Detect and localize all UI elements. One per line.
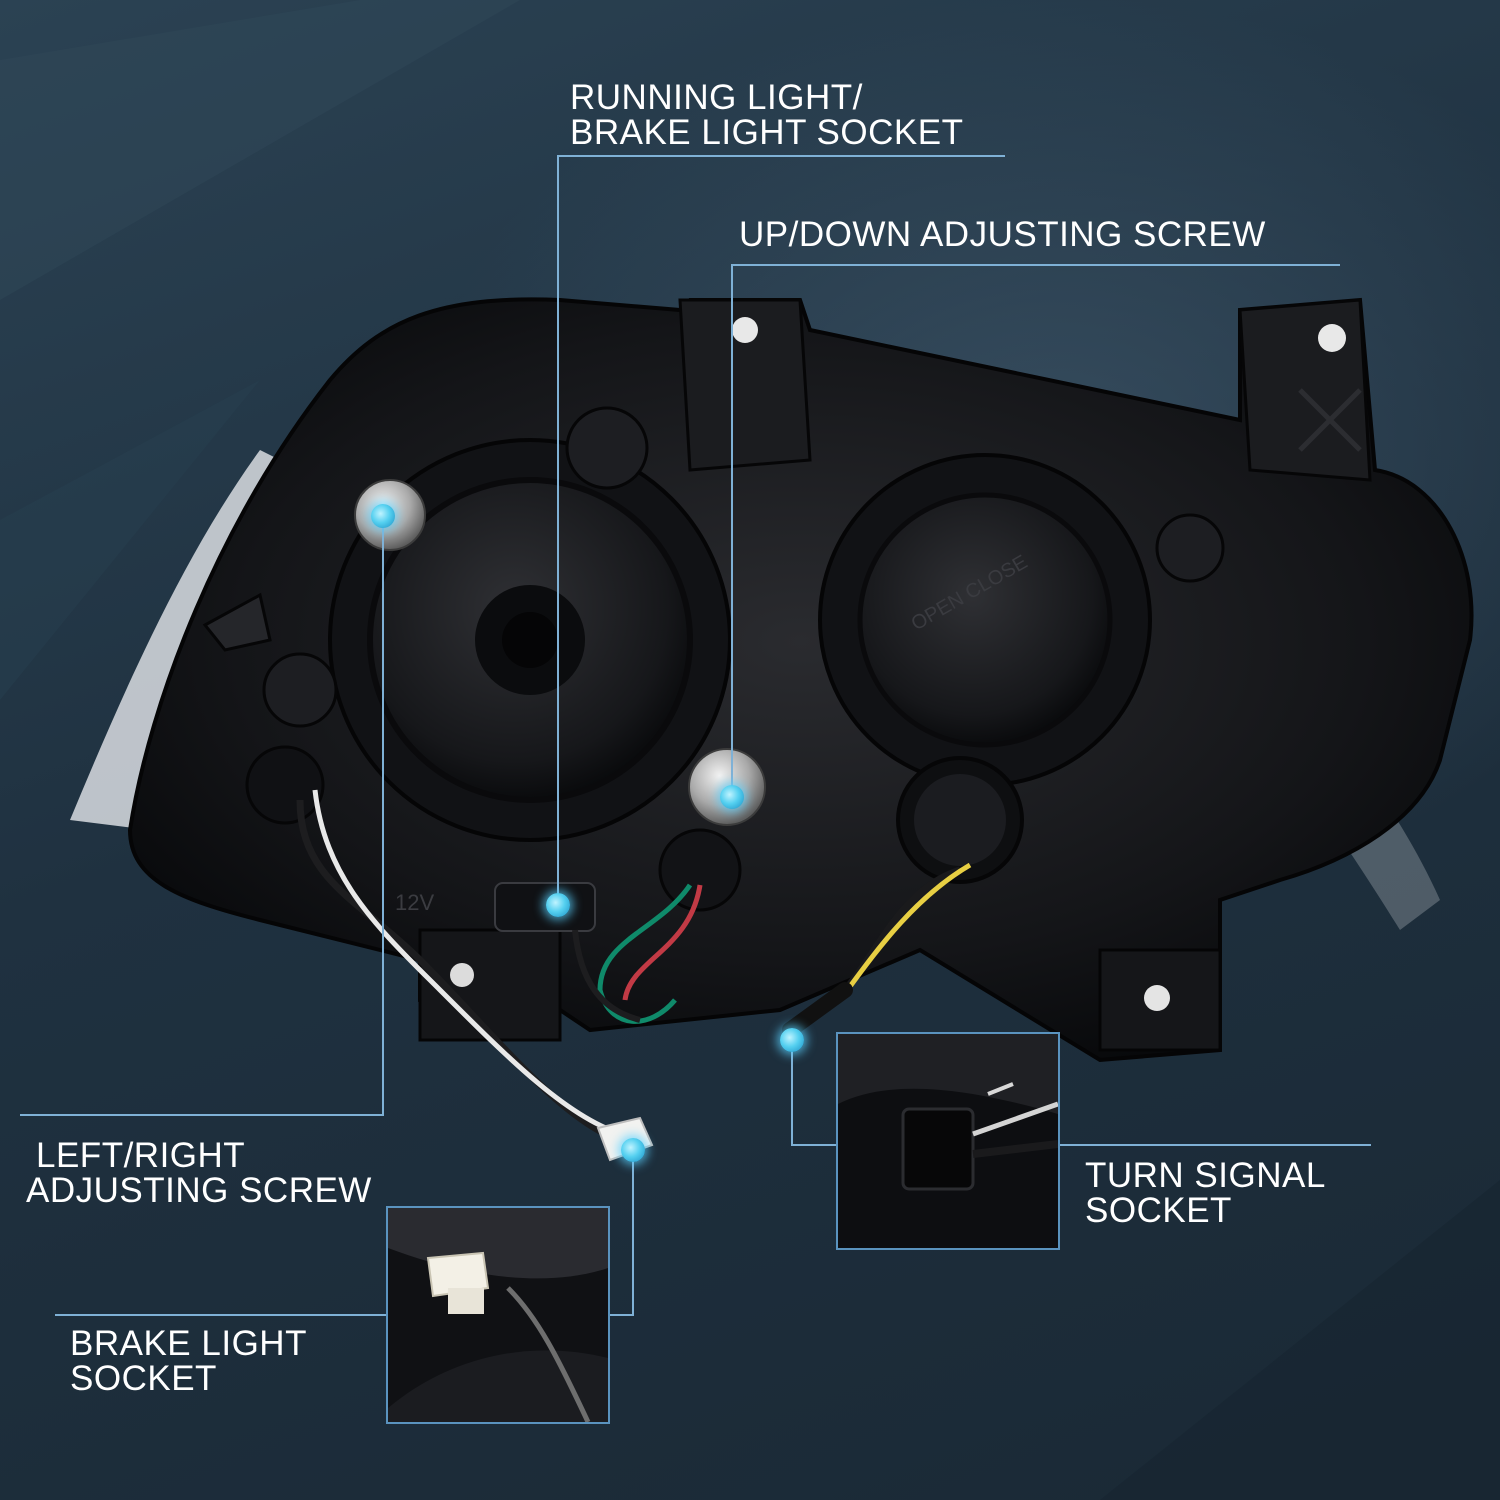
running-light-connector — [494, 882, 596, 932]
leader-turn-signal-h1 — [791, 1144, 838, 1146]
label-left-right-screw: LEFT/RIGHT ADJUSTING SCREW — [26, 1138, 372, 1208]
label-brake-light-line2: SOCKET — [70, 1359, 217, 1398]
leader-brake-light-h2 — [606, 1314, 634, 1316]
label-running-brake-socket: RUNNING LIGHT/ BRAKE LIGHT SOCKET — [570, 80, 963, 150]
label-turn-signal-line2: SOCKET — [1085, 1191, 1232, 1230]
label-running-brake-line2: BRAKE LIGHT SOCKET — [570, 113, 964, 152]
callout-dot-turn-signal — [780, 1028, 804, 1052]
label-running-brake-line1: RUNNING LIGHT/ — [570, 78, 863, 117]
leader-turn-signal-v — [791, 1040, 793, 1146]
leader-brake-light-h — [55, 1314, 388, 1316]
label-up-down-screw: UP/DOWN ADJUSTING SCREW — [739, 217, 1266, 252]
callout-dot-left-right — [371, 504, 395, 528]
callout-dot-up-down — [720, 785, 744, 809]
leader-brake-light-v — [632, 1152, 634, 1316]
high-beam-cap — [857, 492, 1113, 748]
turn-signal-socket-inset — [836, 1032, 1060, 1250]
leader-running-light-h — [557, 155, 1005, 157]
leader-turn-signal-h2 — [1057, 1144, 1371, 1146]
label-turn-signal-socket: TURN SIGNAL SOCKET — [1085, 1158, 1326, 1228]
label-turn-signal-line1: TURN SIGNAL — [1085, 1156, 1326, 1195]
leader-left-right-h — [20, 1114, 384, 1116]
leader-up-down-h — [731, 264, 1340, 266]
leader-left-right-v — [382, 520, 384, 1116]
label-brake-light-socket: BRAKE LIGHT SOCKET — [70, 1326, 307, 1396]
leader-running-light-v — [557, 155, 559, 905]
label-up-down-line1: UP/DOWN ADJUSTING SCREW — [739, 215, 1266, 254]
leader-up-down-v — [731, 264, 733, 791]
label-left-right-line1: LEFT/RIGHT — [36, 1136, 246, 1175]
brake-light-wire — [312, 789, 626, 1138]
callout-dot-running-light — [546, 893, 570, 917]
turn-signal-wire — [837, 862, 972, 1002]
bracket-hole — [732, 317, 758, 343]
label-left-right-line2: ADJUSTING SCREW — [26, 1171, 372, 1210]
brake-light-socket-inset — [386, 1206, 610, 1424]
voltage-marking: 12V — [395, 890, 434, 915]
label-brake-light-line1: BRAKE LIGHT — [70, 1324, 307, 1363]
callout-dot-brake-light — [621, 1138, 645, 1162]
